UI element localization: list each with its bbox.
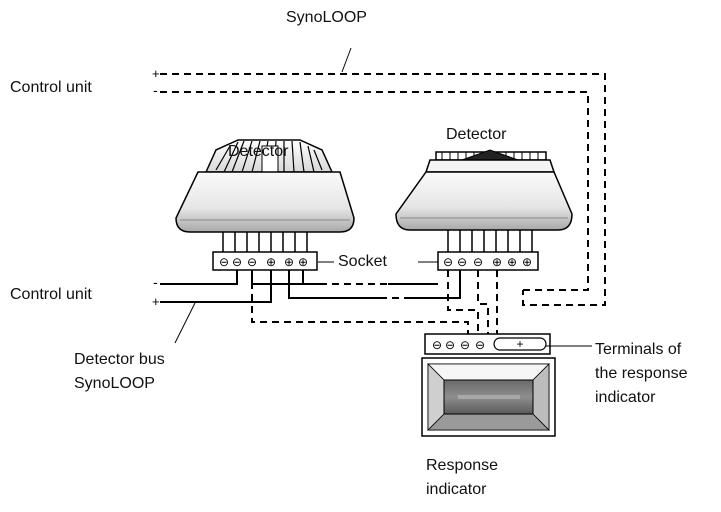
terminal-minus: ⊖ xyxy=(473,255,483,269)
terminal-plus: + xyxy=(516,337,523,351)
terminal-minus: ⊖ xyxy=(443,255,453,269)
polarity-bottom-plus: + xyxy=(152,294,160,309)
terminal-plus: ⊕ xyxy=(507,255,517,269)
polarity-top-plus: + xyxy=(152,66,160,81)
terminal-minus: ⊖ xyxy=(457,255,467,269)
terminal-minus: ⊖ xyxy=(232,255,242,269)
socket-left: ⊖ ⊖ ⊖ ⊕ ⊕ ⊕ xyxy=(212,251,318,271)
synoloop-top-wires xyxy=(160,47,606,306)
terminal-plus: ⊕ xyxy=(522,255,532,269)
terminal-minus: ⊖ xyxy=(475,338,485,352)
detector-left xyxy=(175,139,355,233)
detector-bus-wires xyxy=(160,270,461,344)
indicator-plus-terminal xyxy=(493,337,547,351)
label-detector-right: Detector xyxy=(446,126,507,143)
label-response: Response xyxy=(426,457,499,474)
terminal-plus: ⊕ xyxy=(492,255,502,269)
polarity-top-minus: - xyxy=(153,82,158,98)
label-terminals-line2: the response xyxy=(595,365,688,382)
terminal-minus: ⊖ xyxy=(219,255,229,269)
indicator-terminal-block: ⊖ ⊖ ⊖ ⊖ + xyxy=(424,333,592,355)
terminal-plus: ⊕ xyxy=(266,255,276,269)
label-control-unit-top: Control unit xyxy=(10,79,92,96)
indicator-dashed-wires xyxy=(251,270,498,334)
label-socket: Socket xyxy=(338,253,387,270)
label-synoloop-top: SynoLOOP xyxy=(286,9,367,26)
socket-right: ⊖ ⊖ ⊖ ⊕ ⊕ ⊕ xyxy=(437,251,539,271)
terminal-minus: ⊖ xyxy=(247,255,257,269)
label-response-indicator: indicator xyxy=(426,481,487,498)
label-detector-bus-synoloop: SynoLOOP xyxy=(74,375,155,392)
response-indicator xyxy=(421,357,556,437)
label-terminals-line3: indicator xyxy=(595,389,656,406)
detector-leads xyxy=(222,230,533,252)
label-detector-bus: Detector bus xyxy=(74,351,165,368)
polarity-bottom-minus: - xyxy=(153,274,158,290)
detector-bus-pointer xyxy=(174,302,196,344)
terminal-minus: ⊖ xyxy=(460,338,470,352)
terminal-minus: ⊖ xyxy=(445,338,455,352)
terminal-plus: ⊕ xyxy=(284,255,294,269)
synoloop-top-pointer xyxy=(341,47,352,73)
terminal-minus: ⊖ xyxy=(432,338,442,352)
terminal-plus: ⊕ xyxy=(298,255,308,269)
label-control-unit-bottom: Control unit xyxy=(10,286,92,303)
detector-right xyxy=(395,149,573,231)
label-detector-left: Detector xyxy=(228,143,289,160)
label-terminals-line1: Terminals of xyxy=(595,341,682,358)
